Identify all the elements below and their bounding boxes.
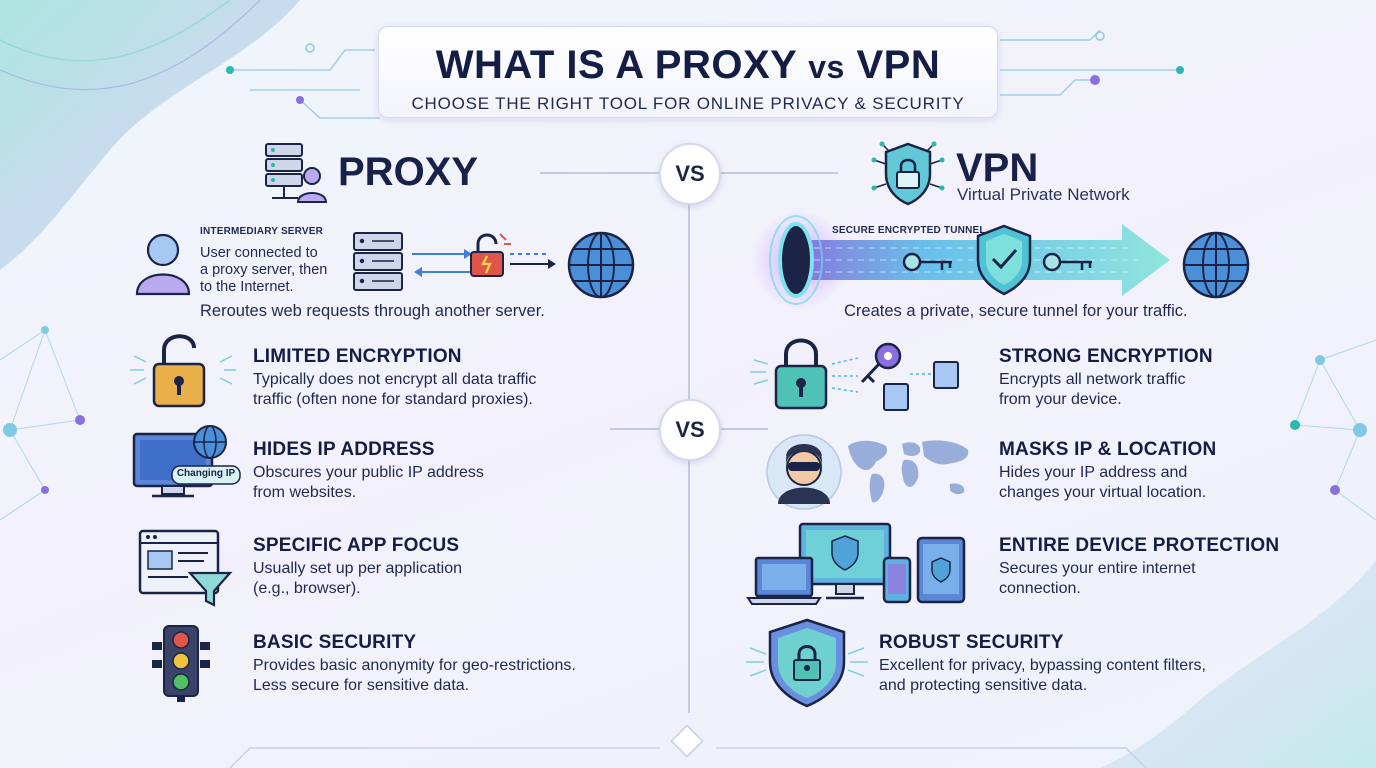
vpn-feature-title: ROBUST SECURITY [879,632,1064,653]
vpn-feature-desc-line: Encrypts all network traffic [999,371,1186,388]
vpn-title: VPN [956,146,1039,190]
encrypted-tunnel-graphic [752,210,1170,310]
proxy-feature-desc-line: Usually set up per application [253,560,463,577]
browser-filter-icon [138,529,233,607]
vpn-feature-desc: Secures your entire internet connection. [999,559,1329,599]
proxy-feature-desc-line: traffic (often none for standard proxies… [253,391,533,408]
vpn-diagram-label: SECURE ENCRYPTED TUNNEL [832,225,986,236]
open-lock-icon [130,334,236,408]
proxy-feature-desc: Obscures your public IP address from web… [253,463,633,503]
monitor-icon [132,425,241,498]
proxy-feature-title: BASIC SECURITY [253,632,417,653]
globe-icon [1182,231,1250,299]
vpn-subtitle: Virtual Private Network [957,185,1130,204]
proxy-feature-desc-line: (e.g., browser). [253,580,361,597]
main-title-vs: vs [808,49,845,85]
vs-badge-middle: VS [659,399,721,461]
title-banner: WHAT IS A PROXY vs VPN CHOOSE THE RIGHT … [378,26,998,118]
vpn-feature-desc: Encrypts all network traffic from your d… [999,370,1329,410]
hooded-user-icon [766,434,842,510]
traffic-light-icon [152,625,210,702]
proxy-feature-desc: Typically does not encrypt all data traf… [253,370,633,410]
center-divider-top [688,205,690,400]
proxy-diagram-label: INTERMEDIARY SERVER [200,226,324,237]
vpn-diagram-caption: Creates a private, secure tunnel for you… [844,302,1188,320]
proxy-feature-desc-line: from websites. [253,484,357,501]
vpn-feature-desc: Excellent for privacy, bypassing content… [879,656,1299,696]
proxy-feature-desc-line: Provides basic anonymity for geo-restric… [253,657,576,674]
proxy-feature-desc: Usually set up per application (e.g., br… [253,559,633,599]
user-icon [135,233,191,296]
proxy-diagram-text-line: a proxy server, then [200,262,328,278]
header-divider-left [540,172,660,174]
vs-badge-top: VS [659,143,721,205]
lock-key-icon [750,338,959,411]
globe-icon [567,231,635,299]
changing-ip-badge: Changing IP [176,468,236,479]
proxy-diagram-text: User connected to a proxy server, then t… [200,245,327,296]
proxy-diagram-text-line: to the Internet. [200,279,294,295]
proxy-diagram-caption: Reroutes web requests through another se… [200,302,545,320]
proxy-feature-title: HIDES IP ADDRESS [253,439,435,460]
header-divider-right [718,172,838,174]
mid-divider-left [610,428,660,430]
proxy-feature-desc-line: Less secure for sensitive data. [253,677,470,694]
proxy-feature-desc: Provides basic anonymity for geo-restric… [253,656,633,696]
vpn-feature-desc-line: Secures your entire internet [999,560,1196,577]
proxy-server-icon [353,232,403,291]
server-icon [265,143,328,203]
vpn-feature-title: STRONG ENCRYPTION [999,346,1213,367]
shield-icon [746,618,868,708]
shield-lock-icon [871,141,945,206]
vpn-feature-desc-line: connection. [999,580,1081,597]
vpn-feature-desc-line: Excellent for privacy, bypassing content… [879,657,1206,674]
traffic-arrows [412,249,556,277]
vpn-feature-desc-line: and protecting sensitive data. [879,677,1088,694]
main-title-part-proxy: WHAT IS A PROXY [435,43,797,87]
proxy-feature-title: LIMITED ENCRYPTION [253,346,462,367]
vpn-feature-desc-line: Hides your IP address and [999,464,1188,481]
mid-divider-right [718,428,768,430]
vpn-feature-title: ENTIRE DEVICE PROTECTION [999,535,1280,556]
main-title-part-vpn: VPN [856,43,941,87]
vpn-feature-desc-line: from your device. [999,391,1122,408]
subtitle: CHOOSE THE RIGHT TOOL FOR ONLINE PRIVACY… [411,94,965,113]
proxy-diagram-text-line: User connected to [200,245,318,261]
proxy-title: PROXY [338,150,479,194]
vpn-feature-title: MASKS IP & LOCATION [999,439,1217,460]
proxy-feature-desc-line: Obscures your public IP address [253,464,484,481]
broken-lock-icon [470,233,511,277]
devices-icon [746,522,966,605]
vpn-feature-desc-line: changes your virtual location. [999,484,1207,501]
vpn-feature-desc: Hides your IP address and changes your v… [999,463,1329,503]
main-title: WHAT IS A PROXY vs VPN [379,43,997,88]
center-divider-bottom [688,458,690,713]
world-map-icon [848,440,969,503]
proxy-feature-title: SPECIFIC APP FOCUS [253,535,460,556]
proxy-feature-desc-line: Typically does not encrypt all data traf… [253,371,537,388]
